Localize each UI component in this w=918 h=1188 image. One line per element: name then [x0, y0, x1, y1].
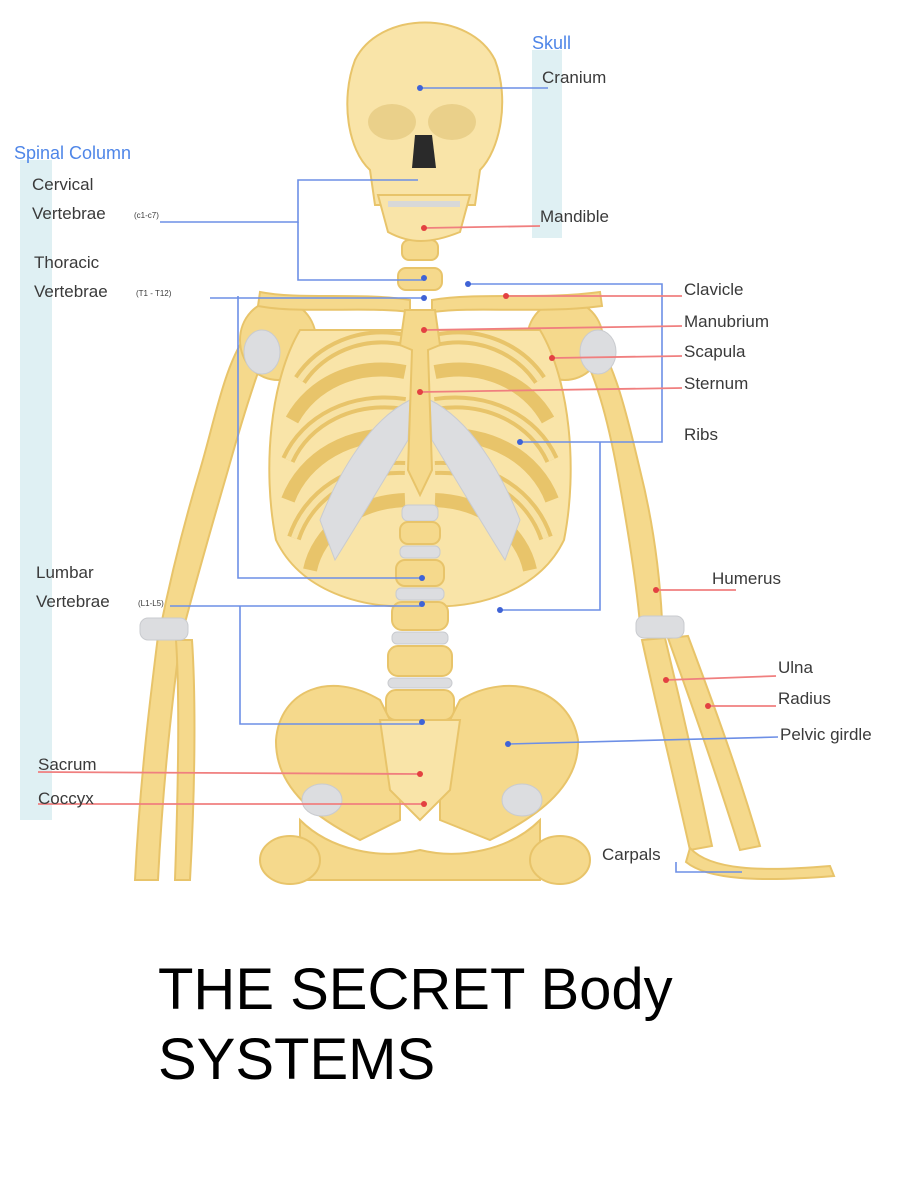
red-leader-lines: [37, 225, 777, 807]
label-mandible: Mandible: [540, 207, 609, 226]
skeleton-illustration: [133, 21, 836, 885]
blue-leader-lines: [160, 85, 779, 873]
label-manubrium: Manubrium: [684, 312, 769, 331]
label-humerus: Humerus: [712, 569, 781, 588]
group-label-spinal-column: Spinal Column: [14, 143, 131, 163]
label-pelvic-girdle: Pelvic girdle: [780, 725, 872, 744]
label-lumbar-range: (L1-L5): [138, 599, 164, 608]
caption: THE SECRET Body SYSTEMS: [158, 955, 858, 1095]
skeleton-diagram: Skull Spinal Column Cranium Mandible Cer…: [14, 21, 872, 885]
label-thoracic: Thoracic: [34, 253, 100, 272]
label-sacrum: Sacrum: [38, 755, 97, 774]
label-thoracic-range: (T1 - T12): [136, 289, 172, 298]
label-cranium: Cranium: [542, 68, 606, 87]
label-scapula: Scapula: [684, 342, 746, 361]
label-carpals: Carpals: [602, 845, 661, 864]
group-label-skull: Skull: [532, 33, 571, 53]
label-cervical: Cervical: [32, 175, 93, 194]
label-lumbar-vertebrae: Vertebrae: [36, 592, 110, 611]
skull-bar: [532, 50, 562, 238]
label-cervical-vertebrae: Vertebrae: [32, 204, 106, 223]
label-lumbar: Lumbar: [36, 563, 94, 582]
label-radius: Radius: [778, 689, 831, 708]
label-ribs: Ribs: [684, 425, 718, 444]
label-cervical-range: (c1-c7): [134, 211, 159, 220]
label-clavicle: Clavicle: [684, 280, 744, 299]
label-coccyx: Coccyx: [38, 789, 94, 808]
label-ulna: Ulna: [778, 658, 814, 677]
label-thoracic-vertebrae: Vertebrae: [34, 282, 108, 301]
caption-line-2: SYSTEMS: [158, 1027, 436, 1092]
spinal-column-bar: [20, 160, 52, 820]
caption-line-1: THE SECRET Body: [158, 957, 673, 1022]
label-sternum: Sternum: [684, 374, 748, 393]
